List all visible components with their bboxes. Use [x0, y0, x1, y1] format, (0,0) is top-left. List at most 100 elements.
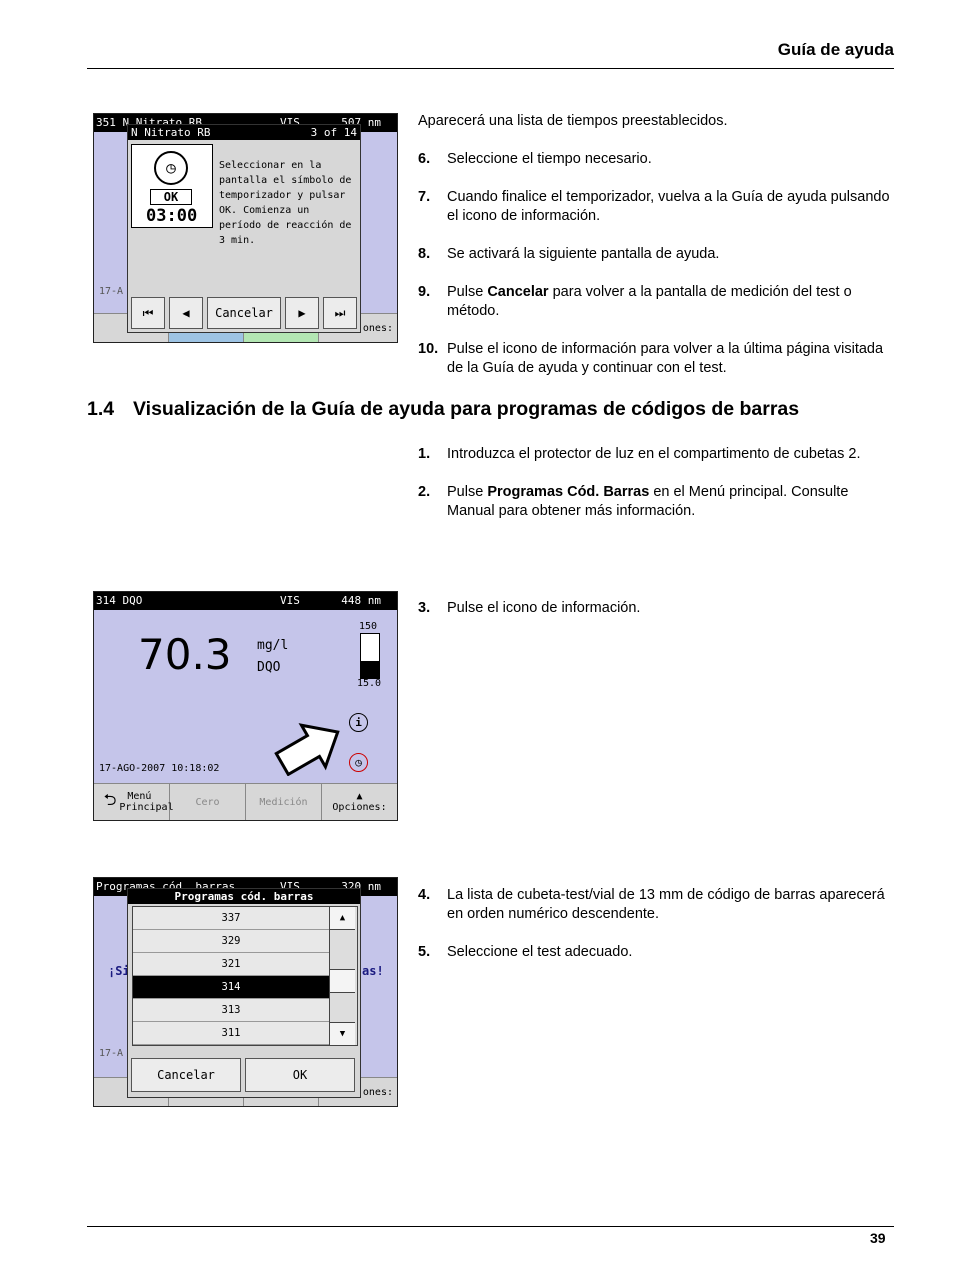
running-header: Guía de ayuda [777, 40, 894, 59]
step-text: Seleccione el test adecuado. [447, 944, 633, 960]
zero-button[interactable]: Cero [170, 784, 246, 820]
screen-button-row: ⮌Menú Principal Cero Medición ▲Opciones: [94, 783, 397, 820]
program-list-item[interactable]: 311 [133, 1022, 329, 1045]
back-icon: ⮌ [103, 789, 117, 809]
section-number: 1.4 [87, 398, 115, 420]
step-item: 9. Pulse Cancelar para volver a la pantal… [418, 283, 898, 321]
step-item: 7.Cuando finalice el temporizador, vuelv… [418, 188, 898, 226]
screen-title: 314 DQO [96, 594, 143, 607]
help-dialog-titlebar: N Nitrato RB 3 of 14 [128, 125, 360, 140]
step-number: 2. [418, 484, 431, 500]
vis-label: VIS [280, 594, 300, 607]
step-item: 6. Seleccione el tiempo necesario. [418, 150, 898, 169]
timer-illustration: ◷ OK 03:00 [131, 144, 213, 228]
scale-max: 150 [359, 621, 378, 632]
measurement-unit: mg/l [257, 638, 289, 653]
section-heading: 1.4 Visualización de la Guía de ayuda par… [87, 398, 799, 421]
step-text-post: en el Menú principal. Consulte Manual pa… [447, 484, 849, 519]
bg-text-left: ¡Si [108, 964, 130, 978]
step-number: 3. [418, 600, 431, 616]
step-number: 1. [418, 446, 431, 462]
steps-list-a: 6. Seleccione el tiempo necesario. 7.Cuand… [418, 150, 898, 378]
step-text-bold: Programas Cód. Barras [487, 484, 650, 500]
steps-list-b: 1. Introduzca el protector de luz en el c… [418, 445, 898, 521]
program-list-item[interactable]: 321 [133, 953, 329, 976]
up-arrow-icon: ▲ [356, 791, 363, 802]
step-text: Se activará la siguiente pantalla de ayu… [447, 246, 720, 262]
timer-icon[interactable]: ◷ [349, 753, 368, 772]
help-dialog: N Nitrato RB 3 of 14 ◷ OK 03:00 Seleccio… [127, 124, 361, 333]
screenshot-measurement: 314 DQO VIS 448 nm 70.3 mg/l DQO 150 15.… [93, 591, 398, 821]
date-stub: 17-A [99, 1048, 124, 1059]
measure-button[interactable]: Medición [246, 784, 322, 820]
pointer-arrow-icon [274, 723, 340, 776]
step-item: 2. Pulse Programas Cód. Barras en el Menú… [418, 483, 898, 521]
step-item: 3. Pulse el icono de información. [418, 599, 898, 618]
step-number: 5. [418, 944, 431, 960]
date-time: 17-AGO-2007 10:18:02 [99, 763, 220, 774]
step-text: Seleccione el tiempo necesario. [447, 151, 652, 167]
step-number: 6. [418, 151, 431, 167]
options-button[interactable]: ▲Opciones: [322, 784, 397, 820]
options-stub: ones: [362, 1086, 393, 1098]
program-list-item[interactable]: 313 [133, 999, 329, 1022]
step-text-bold: Cancelar [487, 284, 549, 300]
wavelength: 448 nm [341, 594, 381, 607]
first-page-icon[interactable]: ⏮ [131, 297, 165, 329]
step-number: 4. [418, 887, 431, 903]
list-scrollbar[interactable]: ▲ ▼ [329, 906, 358, 1046]
step-text: Pulse Programas Cód. Barras en el Menú p… [447, 483, 898, 521]
step-text: Pulse el icono de información. [447, 600, 641, 616]
info-icon[interactable]: i [349, 713, 368, 732]
previous-icon[interactable]: ◀ [169, 297, 203, 329]
scroll-up-icon[interactable]: ▲ [330, 907, 355, 930]
step-text: La lista de cubeta-test/vial de 13 mm de… [447, 887, 885, 922]
next-icon[interactable]: ▶ [285, 297, 319, 329]
bg-text-right: as! [362, 964, 384, 978]
program-list-item[interactable]: 329 [133, 930, 329, 953]
page-number: 39 [870, 1230, 886, 1246]
scale-min: 15.0 [357, 678, 382, 689]
screenshot-barcode-programs: Programas cód. barras VIS 320 nm ¡Si as!… [93, 877, 398, 1107]
step-item: 1. Introduzca el protector de luz en el c… [418, 445, 898, 464]
step-item: 5. Seleccione el test adecuado. [418, 943, 898, 962]
program-list-item[interactable]: 337 [133, 907, 329, 930]
header-rule [87, 68, 894, 69]
footer-rule [87, 1226, 894, 1227]
ok-button[interactable]: OK [245, 1058, 355, 1092]
step-number: 9. [418, 284, 431, 300]
step-text: Cuando finalice el temporizador, vuelva … [447, 189, 890, 224]
step-item: 10. Pulse el icono de información para vo… [418, 340, 898, 378]
last-page-icon[interactable]: ⏭ [323, 297, 357, 329]
help-dialog-title: N Nitrato RB [131, 126, 211, 139]
main-menu-label: Menú Principal [119, 791, 174, 813]
measurement-value: 70.3 [138, 630, 232, 679]
options-label: Opciones: [332, 802, 387, 813]
measurement-parameter: DQO [257, 660, 281, 675]
scroll-down-icon[interactable]: ▼ [330, 1022, 355, 1045]
intro-text: Aparecerá una lista de tiempos preestabl… [418, 113, 728, 129]
barcode-dialog-title: Programas cód. barras [128, 889, 360, 904]
step-item: 8. Se activará la siguiente pantalla de a… [418, 245, 898, 264]
cancel-button[interactable]: Cancelar [207, 297, 281, 329]
step-text-pre: Pulse [447, 484, 488, 500]
steps-list-b3: 3. Pulse el icono de información. [418, 599, 898, 618]
main-menu-button[interactable]: ⮌Menú Principal [94, 784, 174, 820]
stopwatch-icon: ◷ [154, 151, 188, 185]
date-stub: 17-A [99, 286, 124, 297]
step-text: Pulse el icono de información para volve… [447, 341, 884, 376]
help-page-counter: 3 of 14 [310, 126, 357, 139]
step-number: 8. [418, 246, 431, 262]
step-text: Introduzca el protector de luz en el com… [447, 446, 861, 462]
step-number: 10. [418, 341, 439, 357]
program-list-item[interactable]: 314 [133, 976, 329, 999]
help-text: Seleccionar en la pantalla el símbolo de… [219, 160, 352, 246]
cancel-button[interactable]: Cancelar [131, 1058, 241, 1092]
timer-value: 03:00 [146, 206, 198, 226]
range-bar [360, 633, 380, 679]
step-text: Pulse Cancelar para volver a la pantalla… [447, 283, 898, 321]
scroll-thumb[interactable] [330, 969, 355, 993]
section-title: Visualización de la Guía de ayuda para p… [133, 398, 800, 420]
